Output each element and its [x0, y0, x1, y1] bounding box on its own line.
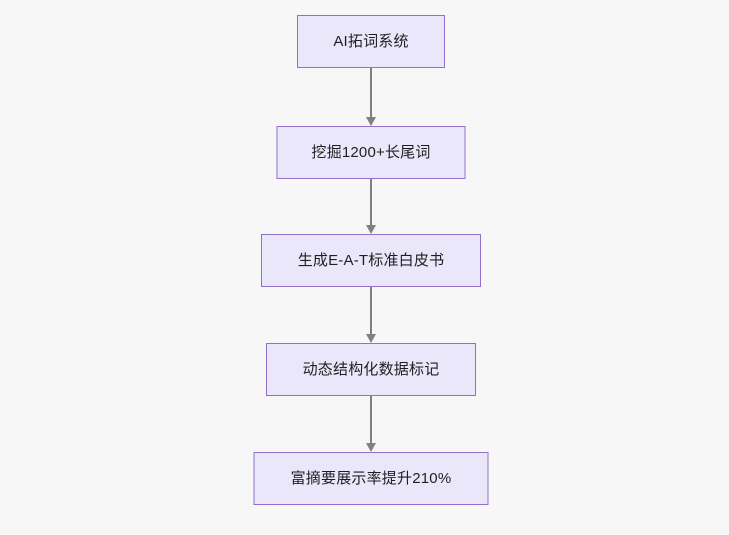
connector-line — [370, 179, 372, 225]
connector-line — [370, 396, 372, 443]
flow-connector — [365, 396, 377, 452]
flow-connector — [365, 179, 377, 234]
flow-node-5[interactable]: 富摘要展示率提升210% — [253, 452, 489, 505]
flow-node-4[interactable]: 动态结构化数据标记 — [266, 343, 476, 396]
flow-node-label: 富摘要展示率提升210% — [290, 470, 452, 487]
arrowhead-down-icon — [366, 334, 376, 343]
arrowhead-down-icon — [366, 225, 376, 234]
flow-connector — [365, 68, 377, 126]
flow-node-1[interactable]: AI拓词系统 — [297, 15, 445, 68]
flow-node-label: 动态结构化数据标记 — [302, 361, 440, 378]
flow-node-label: 生成E-A-T标准白皮书 — [297, 252, 445, 269]
arrowhead-down-icon — [366, 117, 376, 126]
flow-node-label: AI拓词系统 — [333, 33, 409, 50]
arrowhead-down-icon — [366, 443, 376, 452]
flow-node-label: 挖掘1200+长尾词 — [311, 144, 431, 161]
flow-connector — [365, 287, 377, 343]
flow-node-3[interactable]: 生成E-A-T标准白皮书 — [261, 234, 481, 287]
flow-node-2[interactable]: 挖掘1200+长尾词 — [276, 126, 466, 179]
connector-line — [370, 68, 372, 117]
connector-line — [370, 287, 372, 334]
